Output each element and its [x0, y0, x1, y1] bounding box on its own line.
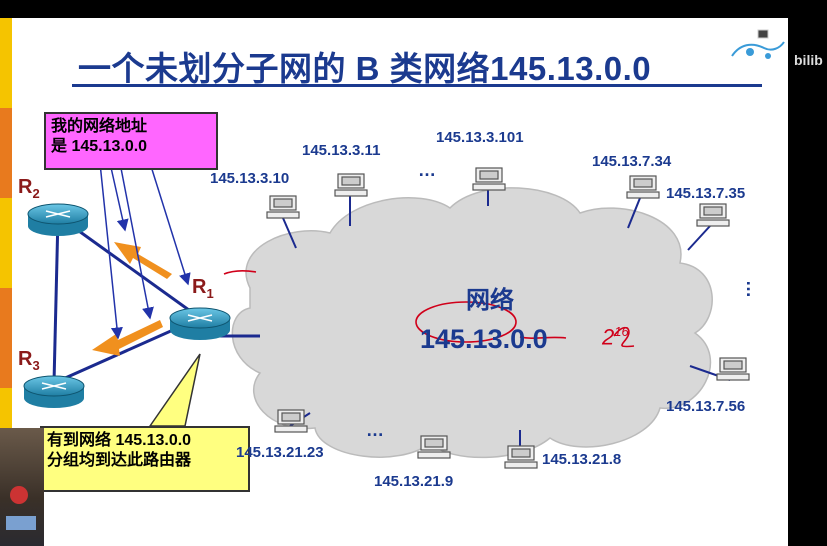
host-label: 145.13.21.9	[374, 473, 454, 490]
callout-routing: 有到网络 145.13.0.0 分组均到达此路由器	[40, 426, 250, 492]
slide: 一个未划分子网的 B 类网络145.13.0.0 我的网络地址 是 145.13…	[0, 18, 788, 546]
handwritten-annotation	[223, 269, 635, 348]
host-icons	[266, 167, 750, 469]
slide-title: 一个未划分子网的 B 类网络145.13.0.0	[78, 50, 652, 87]
host-label: 145.13.21.8	[542, 451, 622, 468]
watermark-text: bilib	[794, 52, 823, 68]
bilibili-logo-icon	[731, 29, 785, 59]
host-label: 145.13.7.34	[592, 153, 672, 170]
router-r2-label: R2	[18, 176, 40, 201]
callout-line: 我的网络地址	[51, 118, 148, 135]
router-r1-label: R1	[192, 276, 214, 301]
router-r3-label: R3	[18, 348, 40, 373]
host-label: 145.13.21.23	[236, 444, 324, 461]
host-label: 145.13.3.11	[302, 142, 381, 159]
ellipsis: …	[366, 420, 384, 440]
callout-network-address: 我的网络地址 是 145.13.0.0	[44, 112, 218, 170]
network-cloud	[231, 187, 713, 459]
host-label: 145.13.7.35	[666, 185, 746, 202]
network-name: 网络	[466, 287, 514, 314]
ellipsis: …	[418, 160, 436, 180]
slide-left-stripe	[0, 18, 12, 546]
router-r1	[169, 307, 231, 340]
router-r3	[23, 375, 85, 408]
host-label: 145.13.3.10	[210, 170, 290, 187]
callout-line: 是 145.13.0.0	[51, 138, 148, 155]
network-address: 145.13.0.0	[420, 324, 548, 354]
router-r2	[27, 203, 89, 236]
callout-line: 分组均到达此路由器	[47, 452, 192, 469]
orange-arrow-down	[92, 320, 163, 356]
orange-arrow-up	[114, 242, 172, 279]
handwritten-power: 216	[602, 324, 629, 350]
network-diagram	[23, 162, 750, 469]
title-underline	[72, 84, 762, 87]
ellipsis: …	[743, 280, 763, 298]
host-label: 145.13.7.56	[666, 398, 746, 415]
callout-line: 有到网络 145.13.0.0	[47, 432, 192, 449]
host-label: 145.13.3.101	[436, 129, 524, 146]
webcam-overlay	[0, 428, 44, 546]
